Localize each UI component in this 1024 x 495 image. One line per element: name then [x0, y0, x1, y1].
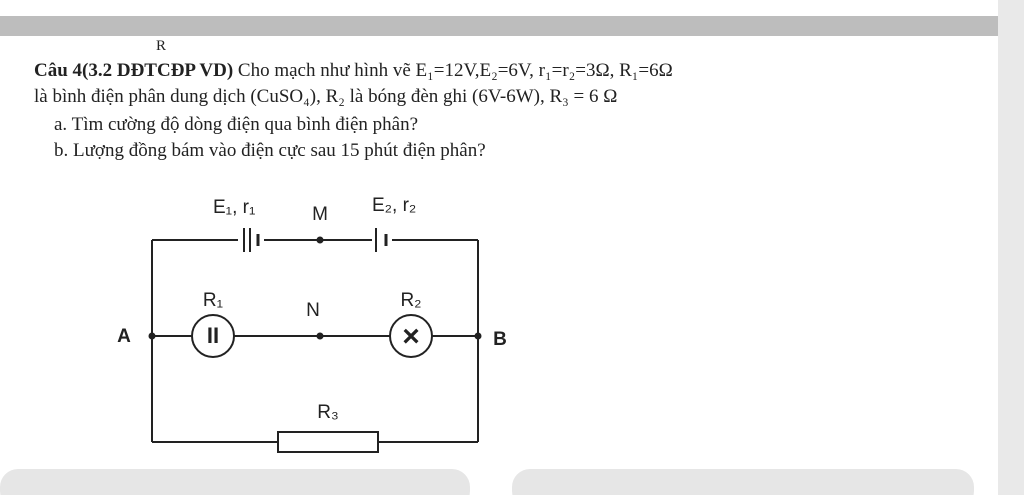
label-e2-r2: E₂, r₂ — [372, 195, 416, 216]
question-line-2: là bình điện phân dung dịch (CuSO₄), R₂ … — [34, 86, 618, 107]
question-part-b: b. Lượng đồng bám vào điện cực sau 15 ph… — [54, 140, 486, 161]
label-a: A — [117, 326, 131, 347]
electrolytic-cell-icon: II — [207, 323, 219, 348]
node-b-dot — [474, 332, 482, 340]
label-e1-r1: E₁, r₁ — [213, 197, 255, 218]
node-m-dot — [316, 236, 324, 244]
header-divider-bar — [0, 16, 1000, 36]
label-r2: R₂ — [400, 290, 421, 311]
node-a-dot — [148, 332, 156, 340]
label-r1: R₁ — [203, 290, 223, 311]
stray-r-mark: R — [156, 38, 167, 54]
label-b: B — [493, 329, 507, 350]
question-line-1: Câu 4(3.2 DĐTCĐP VD) Cho mạch như hình v… — [34, 60, 673, 82]
question-part-a: a. Tìm cường độ dòng điện qua bình điện … — [54, 114, 419, 135]
bottom-card-left[interactable] — [0, 469, 470, 495]
question-heading: Câu 4(3.2 DĐTCĐP VD) — [34, 60, 234, 81]
label-n: N — [306, 300, 320, 321]
node-n-dot — [316, 332, 324, 340]
right-edge-panel — [998, 0, 1024, 495]
label-m: M — [312, 204, 328, 225]
bottom-card-right[interactable] — [512, 469, 974, 495]
top-strip — [0, 0, 1024, 20]
label-r3: R₃ — [317, 402, 338, 423]
lamp-cross-icon: × — [402, 320, 420, 353]
question-givens: Cho mạch như hình vẽ E₁=12V,E₂=6V, r₁=r₂… — [233, 60, 673, 81]
